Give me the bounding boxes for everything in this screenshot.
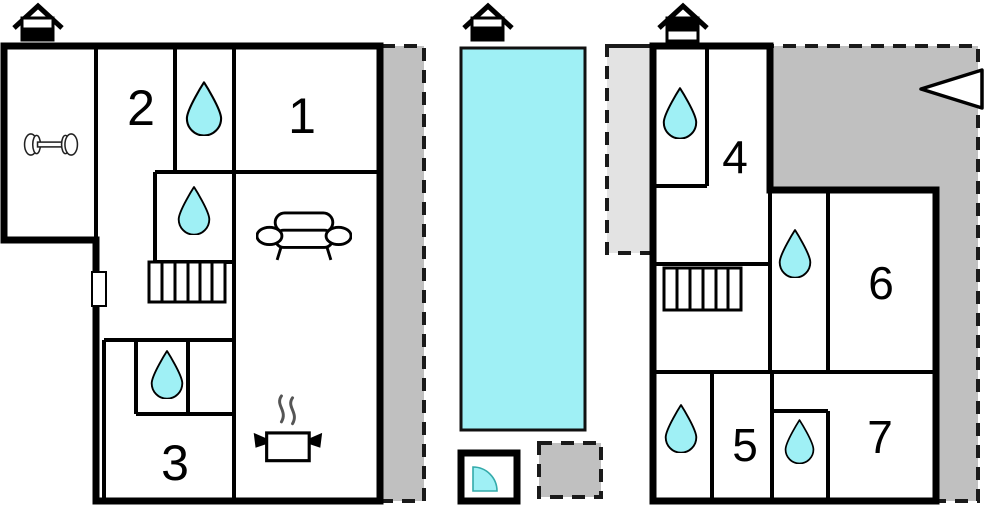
upper-terrace-area [607, 44, 980, 503]
room-label-2: 2 [127, 80, 155, 136]
right-plan: 4 6 5 7 [605, 42, 984, 505]
room-label-7: 7 [867, 411, 893, 463]
staircase-icon-upper [662, 266, 743, 312]
left-plan: 2 1 3 [0, 42, 426, 505]
room-label-6: 6 [868, 257, 894, 309]
staircase-icon [147, 260, 227, 304]
room-label-5: 5 [732, 419, 758, 471]
legend-door-swing [457, 449, 521, 505]
interior-walls-right [653, 46, 936, 501]
room-label-3: 3 [161, 435, 189, 491]
legend-terrace-swatch [537, 441, 603, 499]
view-direction-arrow [919, 68, 984, 110]
balcony-light-area [605, 44, 653, 255]
middle-plan [457, 46, 603, 505]
room-label-1: 1 [288, 88, 316, 144]
entrance-door-icon [91, 271, 107, 307]
room-label-4: 4 [722, 131, 748, 183]
swimming-pool [459, 46, 587, 432]
level-marker-upper [657, 2, 709, 43]
level-marker-middle [462, 2, 514, 42]
terrace-area [382, 44, 426, 503]
level-marker-lower [12, 2, 64, 42]
